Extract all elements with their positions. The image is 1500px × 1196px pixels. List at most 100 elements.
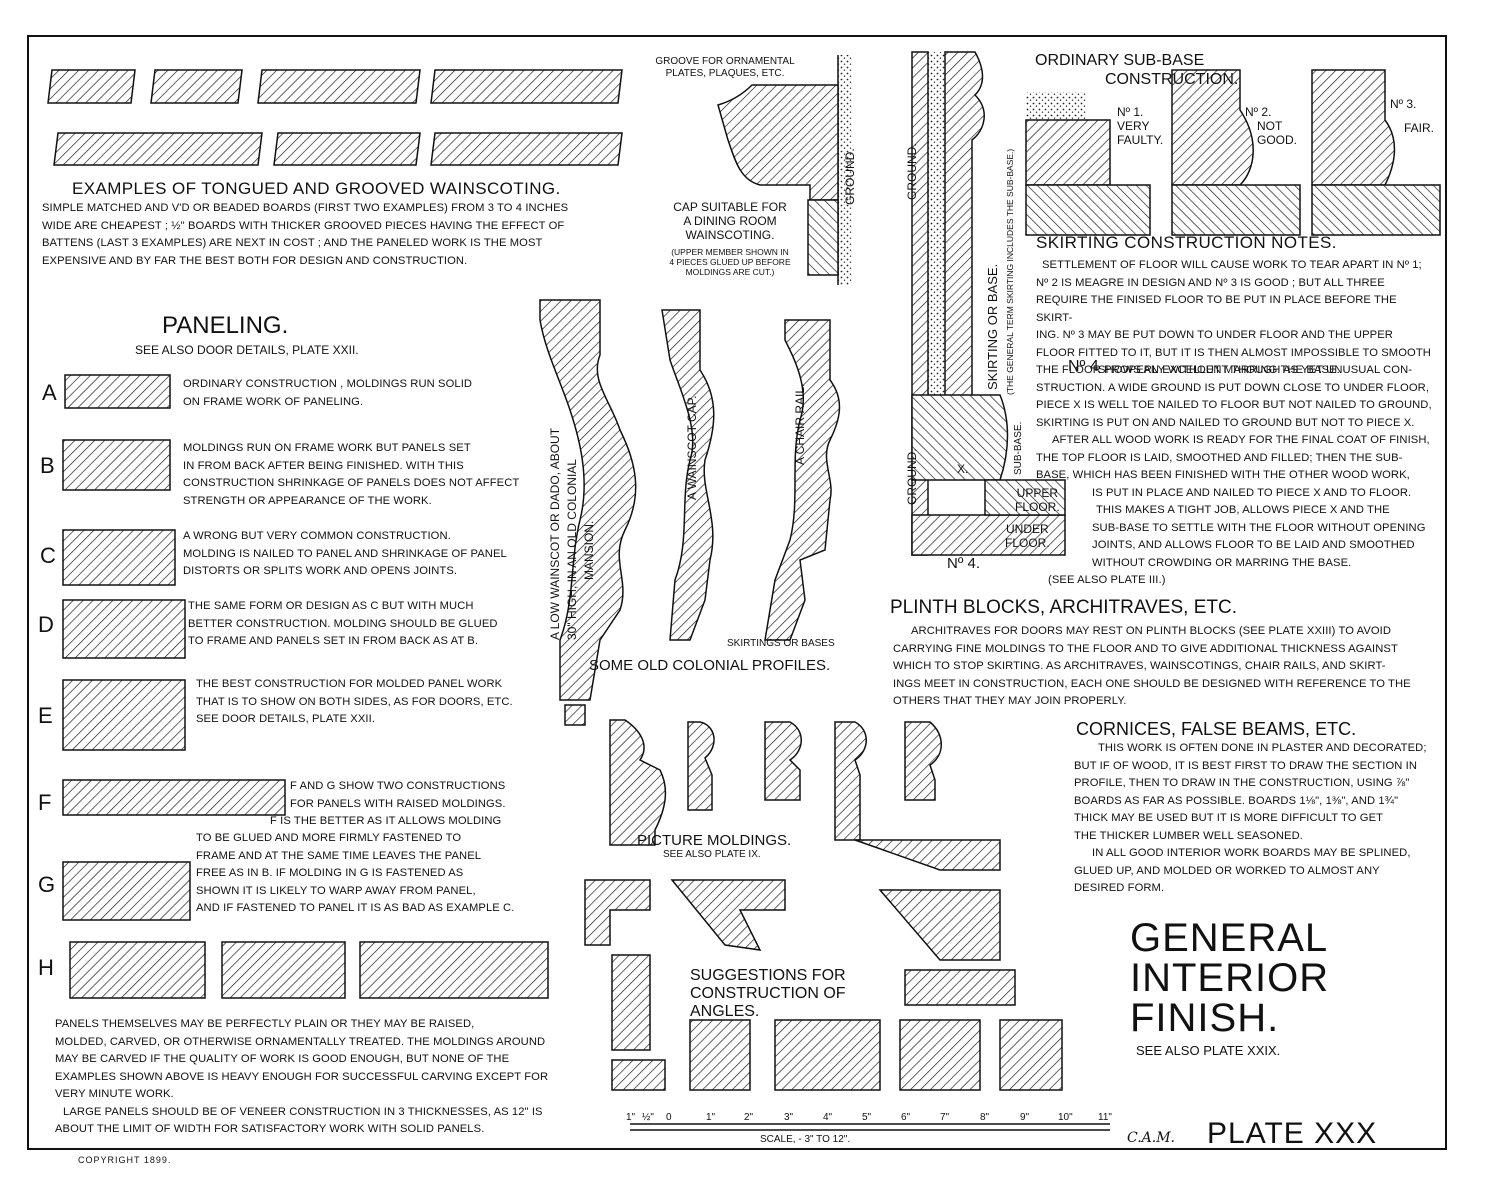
scale-tick: 8"	[980, 1112, 990, 1123]
plinth-line: CARRYING FINE MOLDINGS TO THE FLOOR AND …	[893, 642, 1398, 655]
angles-line: SUGGESTIONS FOR	[690, 967, 846, 984]
no3-label: Nº 3. FAIR.	[1390, 97, 1434, 135]
plinth-line: INGS MEET IN CONSTRUCTION, EACH ONE SHOU…	[893, 677, 1411, 690]
no1-line: VERY	[1117, 119, 1150, 133]
chair-rail-label: A CHAIR RAIL.	[793, 383, 807, 465]
skirting-notes-title: SKIRTING CONSTRUCTION NOTES.	[1036, 233, 1337, 252]
under-floor-label: UNDER FLOOR.	[1005, 522, 1050, 550]
scale-tick: ½"	[642, 1112, 654, 1123]
sub-base-label: SUB-BASE.	[1013, 421, 1024, 475]
copyright: COPYRIGHT 1899.	[78, 1155, 172, 1165]
cap-line: CAP SUITABLE FOR	[673, 200, 787, 214]
panel-letter-a: A	[42, 380, 57, 405]
piece-x-label: X.	[957, 462, 969, 476]
scale-tick: 0	[666, 1112, 672, 1123]
no4-ground-label: GROUND.	[905, 448, 919, 505]
no4-text: SHOWS AN EXCELLENT THOUGH AS YET UNUSUAL…	[1036, 362, 1436, 590]
cornice-line: DESIRED FORM.	[1074, 882, 1165, 894]
cornice-line: THIS WORK IS OFTEN DONE IN PLASTER AND D…	[1098, 742, 1427, 754]
no4-drawing	[911, 51, 1066, 556]
panel-line: MOLDING IS NAILED TO PANEL AND SHRINKAGE…	[183, 547, 507, 560]
skirting-line: REQUIRE THE FINISED FLOOR TO BE PUT IN P…	[1036, 294, 1397, 324]
general-line: GENERAL	[1130, 916, 1329, 960]
cornice-line: GLUED UP, AND MOLDED OR WORKED TO ALMOST…	[1074, 864, 1380, 877]
fg-line: F AND G SHOW TWO CONSTRUCTIONS	[290, 780, 506, 792]
general-line: FINISH.	[1130, 996, 1280, 1040]
panel-line: DISTORTS OR SPLITS WORK AND OPENS JOINTS…	[183, 565, 458, 577]
panels-line: MAY BE CARVED IF THE QUALITY OF WORK IS …	[55, 1053, 510, 1065]
cap-note-line: (UPPER MEMBER SHOWN IN	[671, 247, 789, 257]
cap-line: A DINING ROOM	[683, 214, 777, 228]
cornices-title: CORNICES, FALSE BEAMS, ETC.	[1076, 719, 1357, 739]
panel-line: ON FRAME WORK OF PANELING.	[183, 395, 364, 408]
panel-letter-g: G	[38, 872, 56, 897]
fg-line: FRAME AND AT THE SAME TIME LEAVES THE PA…	[196, 849, 482, 862]
no4-head: Nº 4	[1068, 358, 1099, 375]
panels-line: LARGE PANELS SHOULD BE OF VENEER CONSTRU…	[63, 1105, 543, 1118]
panel-line: THAT IS TO SHOW ON BOTH SIDES, AS FOR DO…	[196, 695, 513, 708]
wainscot-line: SIMPLE MATCHED AND V'D OR BEADED BOARDS …	[42, 202, 569, 214]
no4-line: AFTER ALL WOOD WORK IS READY FOR THE FIN…	[1052, 434, 1430, 446]
upper-line: FLOOR.	[1015, 500, 1060, 514]
panel-letter-e: E	[38, 703, 53, 728]
plinth-line: ARCHITRAVES FOR DOORS MAY REST ON PLINTH…	[911, 625, 1392, 637]
low-wainscot-line: 30" HIGH, IN AN OLD COLONIAL	[565, 459, 579, 640]
skirting-notes-text: SETTLEMENT OF FLOOR WILL CAUSE WORK TO T…	[1036, 257, 1436, 380]
subbase-drawings	[1025, 69, 1441, 236]
panel-letter-b: B	[40, 453, 55, 478]
wainscot-board-6	[273, 132, 421, 166]
scale-tick: 9"	[1020, 1112, 1030, 1123]
paneling-subtitle: SEE ALSO DOOR DETAILS, PLATE XXII.	[135, 343, 359, 357]
panel-line: BETTER CONSTRUCTION. MOLDING SHOULD BE G…	[188, 617, 498, 630]
colonial-profile-drawing	[539, 299, 841, 726]
plinth-title: PLINTH BLOCKS, ARCHITRAVES, ETC.	[890, 597, 1238, 618]
no2-line: GOOD.	[1257, 133, 1298, 147]
under-line: FLOOR.	[1005, 536, 1050, 550]
upper-line: UPPER	[1016, 486, 1058, 500]
cap-suitable-note: (UPPER MEMBER SHOWN IN 4 PIECES GLUED UP…	[650, 247, 810, 277]
panel-line: MOLDINGS RUN ON FRAME WORK BUT PANELS SE…	[183, 442, 471, 454]
panel-letter-f: F	[38, 790, 52, 815]
skirting-label: SKIRTING OR BASE.	[985, 263, 1000, 390]
panel-line: CONSTRUCTION SHRINKAGE OF PANELS DOES NO…	[183, 477, 520, 489]
plate-border	[27, 35, 1447, 1150]
wainscot-line: BATTENS (LAST 3 EXAMPLES) ARE NEXT IN CO…	[42, 237, 543, 249]
low-wainscot-line: A LOW WAINSCOT OR DADO, ABOUT	[548, 427, 562, 640]
panel-text-d: THE SAME FORM OR DESIGN AS C BUT WITH MU…	[188, 598, 498, 651]
wainscot-board-1	[47, 69, 136, 104]
general-see: SEE ALSO PLATE XXIX.	[1136, 1043, 1281, 1058]
low-wainscot-label: A LOW WAINSCOT OR DADO, ABOUT 30" HIGH, …	[547, 428, 598, 640]
wainscot-text: SIMPLE MATCHED AND V'D OR BEADED BOARDS …	[42, 200, 632, 270]
no4-line: SUB-BASE TO SETTLE WITH THE FLOOR WITHOU…	[1092, 521, 1426, 534]
scale-tick: 11"	[1098, 1112, 1112, 1123]
groove-label: GROOVE FOR ORNAMENTAL PLATES, PLAQUES, E…	[640, 56, 810, 80]
panel-text-b: MOLDINGS RUN ON FRAME WORK BUT PANELS SE…	[183, 440, 519, 510]
no4-line: STRUCTION. A WIDE GROUND IS PUT DOWN CLO…	[1036, 381, 1430, 394]
wainscot-board-3	[257, 69, 421, 104]
upper-floor-label: UPPER FLOOR.	[1015, 486, 1060, 514]
angles-line: CONSTRUCTION OF	[690, 985, 846, 1002]
groove-label-line: PLATES, PLAQUES, ETC.	[665, 68, 785, 79]
fg-line: F IS THE BETTER AS IT ALLOWS MOLDING	[270, 815, 502, 827]
subbase-title: ORDINARY SUB-BASE CONSTRUCTION.	[1035, 51, 1238, 89]
plinth-text: ARCHITRAVES FOR DOORS MAY REST ON PLINTH…	[893, 623, 1433, 711]
no4-line: (SEE ALSO PLATE III.)	[1048, 574, 1166, 586]
scale-tick: 1"	[626, 1112, 636, 1123]
subbase-ground-label: GROUND.	[905, 143, 919, 200]
scale-tick: 1"	[706, 1112, 716, 1123]
panels-line: ABOUT THE LIMIT OF WIDTH FOR SATISFACTOR…	[55, 1123, 485, 1135]
monogram: C.A.M.	[1127, 1130, 1176, 1146]
no3-line: Nº 3.	[1390, 97, 1417, 111]
cornice-line: BOARDS AS FAR AS POSSIBLE. BOARDS 1⅛", 1…	[1074, 794, 1399, 807]
cornices-text: THIS WORK IS OFTEN DONE IN PLASTER AND D…	[1074, 740, 1434, 898]
no3-line: FAIR.	[1404, 121, 1435, 135]
panel-line: TO FRAME AND PANELS SET IN FROM BACK AS …	[188, 635, 479, 647]
wainscot-board-5	[53, 132, 263, 166]
no1-line: FAULTY.	[1117, 133, 1164, 147]
panel-line: ORDINARY CONSTRUCTION , MOLDINGS RUN SOL…	[183, 378, 473, 390]
panels-note: PANELS THEMSELVES MAY BE PERFECTLY PLAIN…	[55, 1016, 595, 1139]
panel-line: IN FROM BACK AFTER BEING FINISHED. WITH …	[183, 459, 464, 472]
general-line: INTERIOR	[1130, 956, 1330, 1000]
skirtings-label: SKIRTINGS OR BASES	[727, 638, 835, 649]
